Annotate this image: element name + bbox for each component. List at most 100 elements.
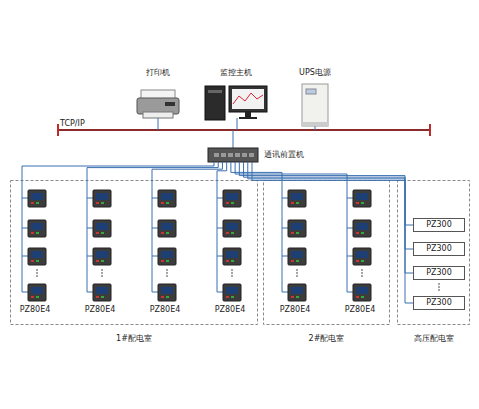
meter-led	[166, 202, 169, 204]
meter-led	[296, 202, 299, 204]
monitor-base	[239, 117, 257, 119]
meter-stub	[347, 256, 353, 257]
meter-led	[31, 202, 34, 204]
meter-led	[166, 296, 169, 298]
switch-port	[235, 153, 240, 157]
meter-stub	[87, 256, 93, 257]
meter-stub	[22, 256, 28, 257]
meter-led	[231, 296, 234, 298]
ups-base	[302, 122, 328, 126]
more-dots	[361, 275, 363, 277]
meter-led	[161, 232, 164, 234]
pz-node: PZ300	[413, 266, 465, 280]
tcpip-bus	[58, 129, 430, 131]
comm-wire	[231, 162, 282, 188]
meter-stub	[87, 198, 93, 199]
comm-wire	[22, 162, 214, 188]
more-dots	[231, 269, 233, 271]
column-bus	[347, 188, 348, 292]
col-art	[277, 188, 313, 320]
meter-frame	[223, 220, 241, 237]
meter-screen	[161, 287, 173, 294]
meter-led	[101, 232, 104, 234]
monitor-frame	[229, 86, 267, 112]
pz300-box	[414, 267, 465, 280]
meter-frame	[353, 248, 371, 265]
meter-stub	[217, 256, 223, 257]
bus-end-cap	[429, 124, 431, 136]
meter-led	[101, 260, 104, 262]
meter-stub	[152, 198, 158, 199]
meter-led	[31, 296, 34, 298]
switch-port	[249, 153, 254, 157]
comm-wire	[248, 162, 413, 273]
meter-screen	[161, 251, 173, 258]
meter-led	[356, 296, 359, 298]
more-dots	[231, 275, 233, 277]
room-label: 1#配电室	[10, 334, 258, 344]
more-dots	[36, 272, 38, 274]
switch-art	[208, 148, 258, 162]
pz300-box	[414, 219, 465, 232]
meter-screen	[31, 193, 43, 200]
meter-screen	[291, 251, 303, 258]
drop-wire	[237, 118, 238, 130]
meter-led	[161, 260, 164, 262]
col-art	[212, 188, 248, 320]
ups-node: UPS电源	[294, 68, 336, 128]
switch-node: 通讯前置机	[208, 148, 258, 162]
pz-node: PZ300	[413, 218, 465, 232]
more-dots	[166, 272, 168, 274]
meter-led	[296, 260, 299, 262]
meter-screen	[226, 287, 238, 294]
meter-stub	[282, 256, 288, 257]
meter-led	[36, 260, 39, 262]
printer-panel	[165, 102, 175, 106]
printer-label: 打印机	[125, 68, 191, 78]
meter-led	[101, 202, 104, 204]
room-node: 2#配电室PZ80E4PZ80E4	[263, 180, 390, 325]
more-dots	[438, 283, 440, 285]
meter-frame	[158, 248, 176, 265]
meter-stub	[87, 228, 93, 229]
col-art	[17, 188, 53, 320]
meter-stub	[282, 292, 288, 293]
comm-wire	[152, 162, 222, 188]
comm-wire	[252, 162, 413, 303]
more-dots	[166, 269, 168, 271]
meter-screen	[356, 251, 368, 258]
meter-frame	[93, 220, 111, 237]
meter-led	[361, 202, 364, 204]
meter-frame	[353, 190, 371, 207]
meter-led	[96, 232, 99, 234]
col-art	[82, 188, 118, 320]
drop-wire	[315, 126, 316, 130]
meter-led	[161, 296, 164, 298]
room-border	[398, 181, 470, 325]
meter-screen	[31, 287, 43, 294]
meter-stub	[347, 292, 353, 293]
pz300-box	[414, 243, 465, 256]
meter-led	[361, 232, 364, 234]
meter-led	[101, 296, 104, 298]
pz-node: PZ300	[413, 242, 465, 256]
bus-end-cap	[57, 124, 59, 136]
meter-stub	[217, 228, 223, 229]
comm-wire	[235, 162, 347, 188]
more-dots	[296, 272, 298, 274]
more-dots	[296, 269, 298, 271]
meter-screen	[161, 193, 173, 200]
more-dots	[36, 275, 38, 277]
ups-display	[306, 89, 316, 94]
col-label: PZ80E4	[82, 305, 118, 315]
host-label: 监控主机	[193, 68, 279, 78]
switch-label: 通讯前置机	[264, 150, 304, 160]
meter-led	[96, 296, 99, 298]
col-node: PZ80E4	[342, 188, 378, 320]
column-bus	[282, 188, 283, 292]
meter-led	[361, 260, 364, 262]
meter-led	[36, 232, 39, 234]
comm-wire	[244, 162, 413, 249]
meter-led	[356, 202, 359, 204]
meter-stub	[282, 198, 288, 199]
